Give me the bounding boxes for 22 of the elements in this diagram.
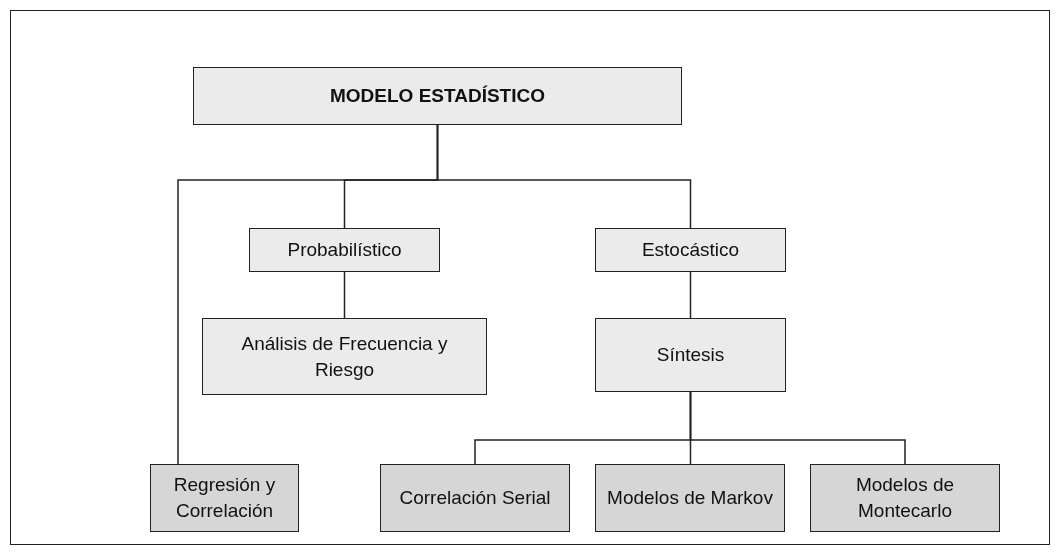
- box-label: MODELO ESTADÍSTICO: [330, 84, 545, 109]
- box-label: Regresión y Correlación: [172, 473, 277, 523]
- process-box: [380, 464, 570, 532]
- box-label: Análisis de Frecuencia y Riesgo: [240, 331, 449, 382]
- process-box: [193, 67, 682, 125]
- box-label: Probabilístico: [287, 238, 402, 263]
- connector-line: [343, 271, 346, 319]
- connector-line: [689, 391, 906, 465]
- process-box: [150, 464, 299, 532]
- process-box: [595, 228, 786, 272]
- box-label: Síntesis: [656, 343, 725, 368]
- process-box: [202, 318, 487, 395]
- box-label: Modelos de Montecarlo: [854, 473, 956, 523]
- connector-line: [689, 271, 692, 319]
- process-box: [595, 318, 786, 392]
- process-box: [249, 228, 440, 272]
- connector-line: [177, 124, 439, 465]
- box-label: Estocástico: [641, 238, 740, 263]
- process-box: [595, 464, 785, 532]
- process-box: [810, 464, 1000, 532]
- box-label: Modelos de Markov: [607, 486, 773, 511]
- box-label: Correlación Serial: [399, 486, 551, 511]
